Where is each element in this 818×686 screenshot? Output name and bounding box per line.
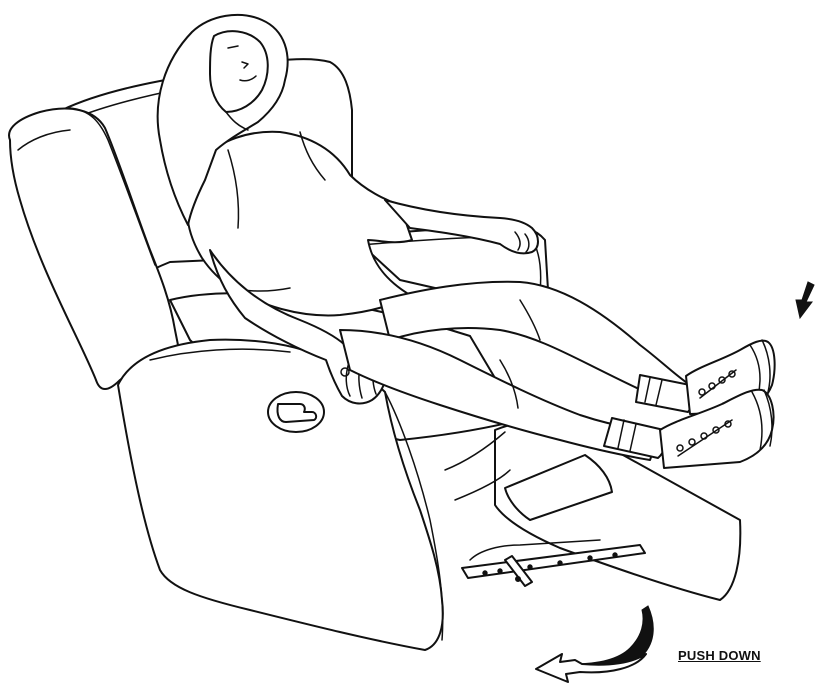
person-torso bbox=[187, 132, 412, 316]
push-direction-arrow-icon bbox=[796, 282, 814, 318]
curved-rotation-arrow-icon bbox=[536, 606, 653, 682]
push-down-caption: PUSH DOWN bbox=[678, 648, 761, 663]
recline-handle-icon bbox=[268, 392, 324, 432]
